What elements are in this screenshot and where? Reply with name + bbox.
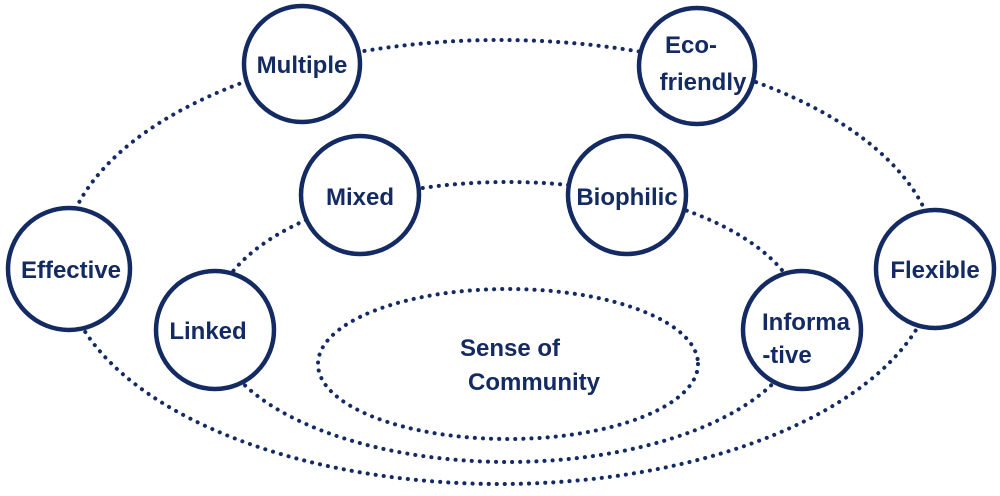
node-informative-label-line1: Informa [762, 309, 851, 336]
node-eco-friendly-label-line1: Eco- [665, 32, 717, 59]
center-label-line1: Sense of [460, 335, 561, 362]
node-informative: Informa -tive [740, 268, 864, 392]
inner-dotted-ellipse [316, 287, 700, 441]
node-effective-label: Effective [21, 257, 121, 284]
node-effective: Effective [5, 205, 133, 333]
node-eco-friendly: Eco- friendly [636, 5, 758, 127]
outer-dotted-ring [61, 38, 939, 486]
node-mixed-label: Mixed [326, 184, 394, 211]
node-mixed: Mixed [298, 133, 422, 257]
node-informative-label-line2: -tive [762, 342, 811, 369]
node-linked: Linked [153, 268, 277, 392]
node-biophilic-label: Biophilic [576, 184, 677, 211]
middle-dotted-ring [211, 180, 805, 464]
node-flexible: Flexible [873, 207, 997, 331]
center-label-line2: Community [468, 369, 601, 396]
node-eco-friendly-label-line2: friendly [660, 69, 747, 96]
node-multiple-label: Multiple [257, 52, 348, 79]
node-biophilic: Biophilic [565, 133, 689, 257]
node-linked-label: Linked [169, 318, 246, 345]
node-multiple: Multiple [241, 3, 363, 125]
node-flexible-label: Flexible [890, 257, 979, 284]
